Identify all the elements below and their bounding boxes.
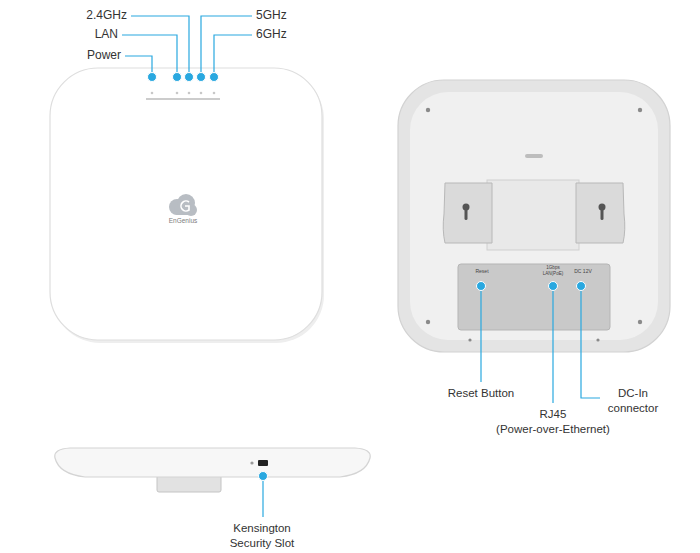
callout-dot [259,472,268,481]
label-word: Reset [448,387,478,399]
label-word: RJ45 [540,408,567,420]
back-housing [398,80,670,352]
front-housing [50,68,322,340]
leader-line [262,476,263,517]
logo-cloud [169,194,197,216]
led-bar [146,98,220,99]
label-word: Power [87,48,121,62]
side-housing [55,448,370,477]
label-word: (Power-over-Ethernet) [496,423,610,435]
label-word: connector [608,402,659,414]
mount-plate [487,180,579,250]
label-word: 1Gbps [546,265,560,270]
callout-label: LAN [58,27,118,43]
callout-label: 5GHz [256,8,316,24]
label-word: Slot [274,537,294,549]
vent-slot [525,154,543,158]
callout-label: Reset Button [433,386,529,401]
callout-label: 2.4GHz [57,8,127,24]
callout-label: 6GHz [256,27,316,43]
label-word: 12V [583,268,592,274]
screws [426,108,642,342]
callout-label: Power [61,48,121,64]
callout-label: DC-In connector [595,386,671,416]
label-word: Reset [475,268,488,274]
keyholes [463,204,606,221]
label-word: Button [481,387,514,399]
back-panel [410,92,658,340]
callout-label: Kensington Security Slot [214,521,310,551]
leader-lines [122,16,252,77]
label-word: 6GHz [256,27,287,41]
callout-dots [148,73,219,82]
kensington-slot [258,460,268,466]
port-marking: DC 12V [570,268,596,275]
label-word: DC [574,268,581,274]
label-word: Kensington [233,522,291,534]
label-word: LAN [95,27,118,41]
mount-bracket [443,183,492,243]
mount-bracket [576,183,625,243]
led-marks [151,92,216,95]
callout-label: RJ45 (Power-over-Ethernet) [483,407,623,437]
brand-logo-text: EnGenius [161,217,205,225]
callout-dots [477,282,586,291]
label-word: LAN(PoE) [543,271,564,276]
label-word: DC-In [618,387,648,399]
port-marking: Reset [469,268,495,275]
label-word: 5GHz [256,8,287,22]
port-marking: 1Gbps LAN(PoE) [539,265,567,277]
label-word: Security [230,537,272,549]
label-word: 2.4GHz [86,8,127,22]
side-led [250,461,253,464]
leader-lines [481,286,600,403]
label-word: EnGenius [169,217,198,224]
